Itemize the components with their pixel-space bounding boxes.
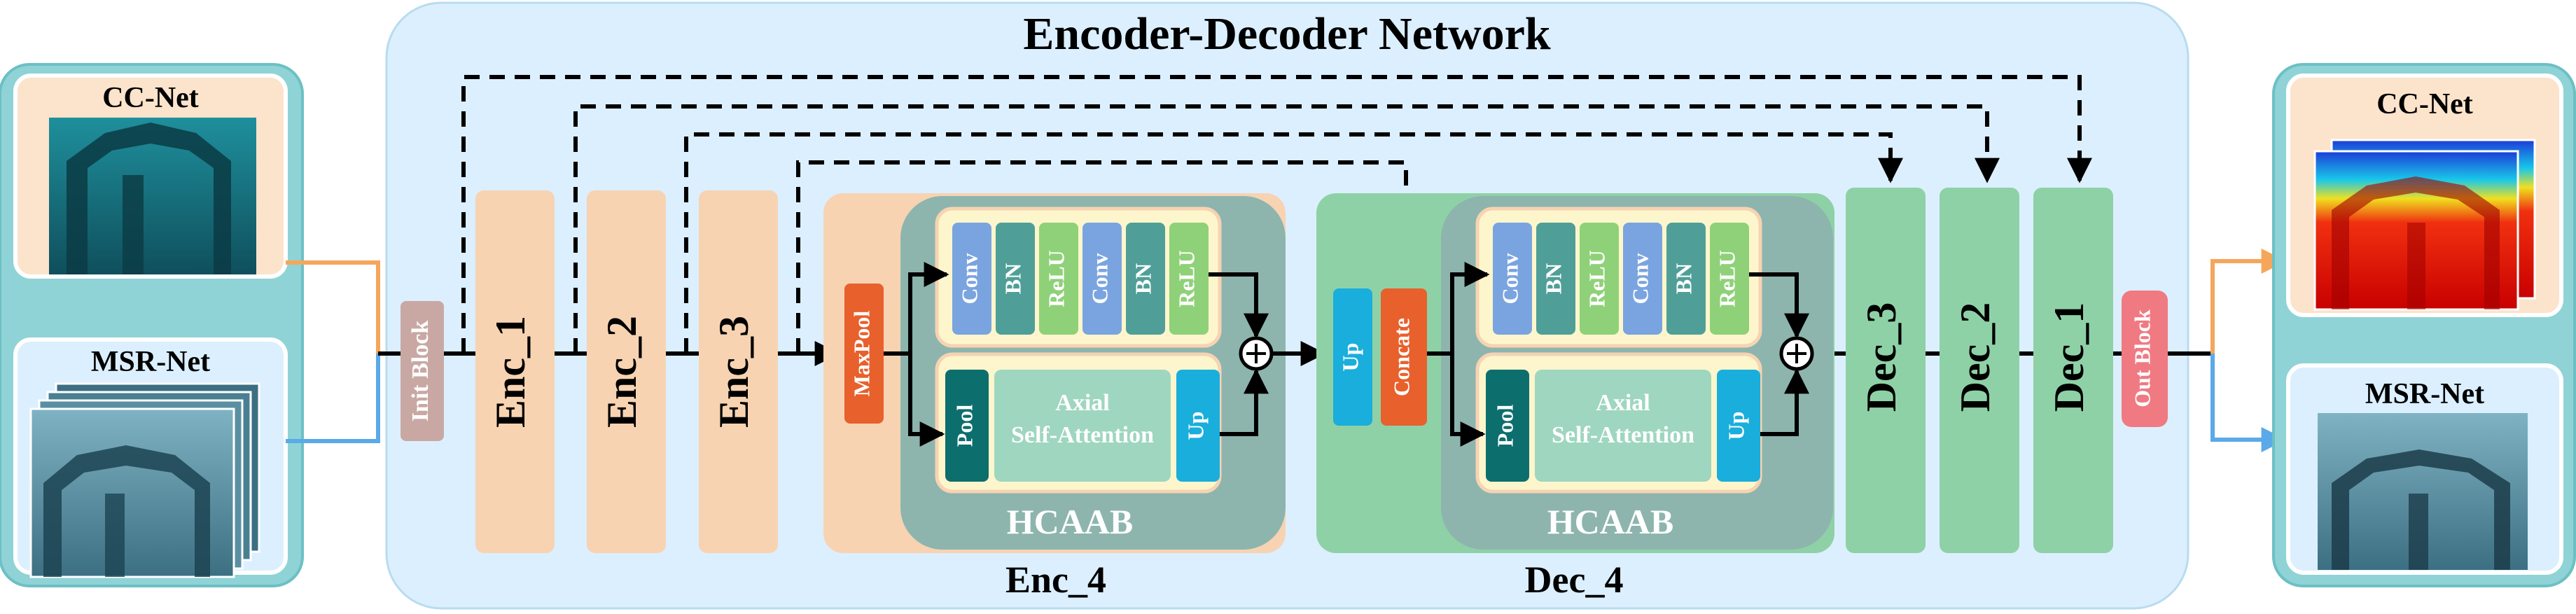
out-block-label: Out Block bbox=[2129, 309, 2154, 407]
enc4-axial-line1: Axial bbox=[1055, 390, 1109, 416]
enc4-up-label: Up bbox=[1183, 412, 1208, 440]
dec4-up bbox=[1333, 288, 1372, 426]
left-cc-underwater-image bbox=[49, 118, 256, 274]
enc4-relu1 bbox=[1039, 223, 1078, 335]
enc4-relu2 bbox=[1169, 223, 1209, 335]
dec4-bn1-label: BN bbox=[1540, 263, 1566, 294]
dec4-axial-line2: Self-Attention bbox=[1552, 422, 1694, 448]
dec4-concat bbox=[1381, 288, 1427, 426]
enc4-bn1 bbox=[996, 223, 1035, 335]
right-cc-title: CC-Net bbox=[2376, 88, 2473, 120]
init-block-label: Init Block bbox=[408, 321, 433, 422]
dec4-relu1-label: ReLU bbox=[1584, 250, 1609, 307]
dec4-axial-line1: Axial bbox=[1596, 390, 1650, 416]
enc4-up bbox=[1176, 370, 1220, 482]
dec4-relu2-label: ReLU bbox=[1714, 250, 1739, 307]
msr-input-connector bbox=[286, 354, 380, 443]
dec4-up2 bbox=[1717, 370, 1760, 482]
dec4-label: Dec_4 bbox=[1525, 559, 1624, 601]
dec3-block bbox=[1846, 188, 1926, 553]
dec4-concat-label: Concate bbox=[1388, 318, 1414, 396]
right-msr-output-image bbox=[2318, 413, 2528, 570]
dec4-conv1-label: Conv bbox=[1497, 253, 1522, 305]
cc-input-connector bbox=[286, 260, 380, 354]
dec4-conv1 bbox=[1493, 223, 1532, 335]
dec2-block bbox=[1940, 188, 2019, 553]
left-msr-title: MSR-Net bbox=[91, 346, 210, 378]
left-msr-image-stack bbox=[29, 382, 260, 578]
enc4-bn2-label: BN bbox=[1130, 263, 1155, 294]
dec4-internal-arrows bbox=[1427, 262, 1809, 447]
enc2-block bbox=[587, 190, 666, 553]
right-msr-title: MSR-Net bbox=[2365, 378, 2484, 410]
cc-output-connector bbox=[2211, 249, 2287, 354]
enc4-conv-row bbox=[952, 223, 1209, 335]
dec4-conv2 bbox=[1623, 223, 1662, 335]
enc3-label: Enc_3 bbox=[711, 316, 757, 428]
enc4-maxpool-label: MaxPool bbox=[849, 311, 874, 397]
enc1-label: Enc_1 bbox=[487, 316, 534, 428]
dec1-block bbox=[2033, 188, 2113, 553]
msr-output-connector bbox=[2211, 354, 2287, 452]
dec4-pool-label: Pool bbox=[1492, 405, 1517, 447]
dec4-up-label: Up bbox=[1337, 343, 1363, 372]
dec4-up2-label: Up bbox=[1723, 412, 1748, 440]
enc4-relu1-label: ReLU bbox=[1043, 250, 1068, 307]
enc4-bn2 bbox=[1126, 223, 1165, 335]
network-title: Encoder-Decoder Network bbox=[1023, 8, 1551, 60]
dec3-label: Dec_3 bbox=[1858, 302, 1905, 412]
dec4-hcaab-label: HCAAB bbox=[1547, 502, 1674, 541]
enc4-conv1 bbox=[952, 223, 991, 335]
enc4-hcaab-label: HCAAB bbox=[1007, 502, 1134, 541]
enc4-internal-arrows bbox=[884, 262, 1269, 447]
enc3-block bbox=[699, 190, 778, 553]
dec4-pool bbox=[1486, 370, 1529, 482]
dec4-conv-row bbox=[1493, 223, 1749, 335]
dec2-label: Dec_2 bbox=[1952, 302, 1998, 412]
dec1-label: Dec_1 bbox=[2046, 302, 2092, 412]
enc4-bn1-label: BN bbox=[1000, 263, 1025, 294]
enc4-label: Enc_4 bbox=[1005, 559, 1106, 601]
dec4-relu1 bbox=[1580, 223, 1619, 335]
dec4-relu2 bbox=[1710, 223, 1749, 335]
init-block bbox=[401, 301, 444, 441]
enc4-relu2-label: ReLU bbox=[1174, 250, 1199, 307]
out-block bbox=[2122, 291, 2168, 427]
enc4-pool-label: Pool bbox=[952, 405, 977, 447]
enc1-block bbox=[475, 190, 555, 553]
enc4-axial-line2: Self-Attention bbox=[1011, 422, 1154, 448]
dec4-bn2-label: BN bbox=[1671, 263, 1696, 294]
dec4-conv2-label: Conv bbox=[1627, 253, 1652, 305]
dec4-bn1 bbox=[1536, 223, 1575, 335]
dec4-axial-attention bbox=[1535, 370, 1711, 482]
left-cc-title: CC-Net bbox=[102, 82, 199, 114]
right-cc-heatmap-stack bbox=[2313, 139, 2536, 311]
enc4-pool bbox=[945, 370, 989, 482]
enc4-conv2-label: Conv bbox=[1087, 253, 1112, 305]
enc2-label: Enc_2 bbox=[599, 316, 645, 428]
enc4-conv1-label: Conv bbox=[956, 253, 982, 305]
enc4-axial-attention bbox=[994, 370, 1171, 482]
enc4-maxpool bbox=[844, 284, 884, 424]
dec4-bn2 bbox=[1666, 223, 1706, 335]
enc4-conv2 bbox=[1082, 223, 1122, 335]
